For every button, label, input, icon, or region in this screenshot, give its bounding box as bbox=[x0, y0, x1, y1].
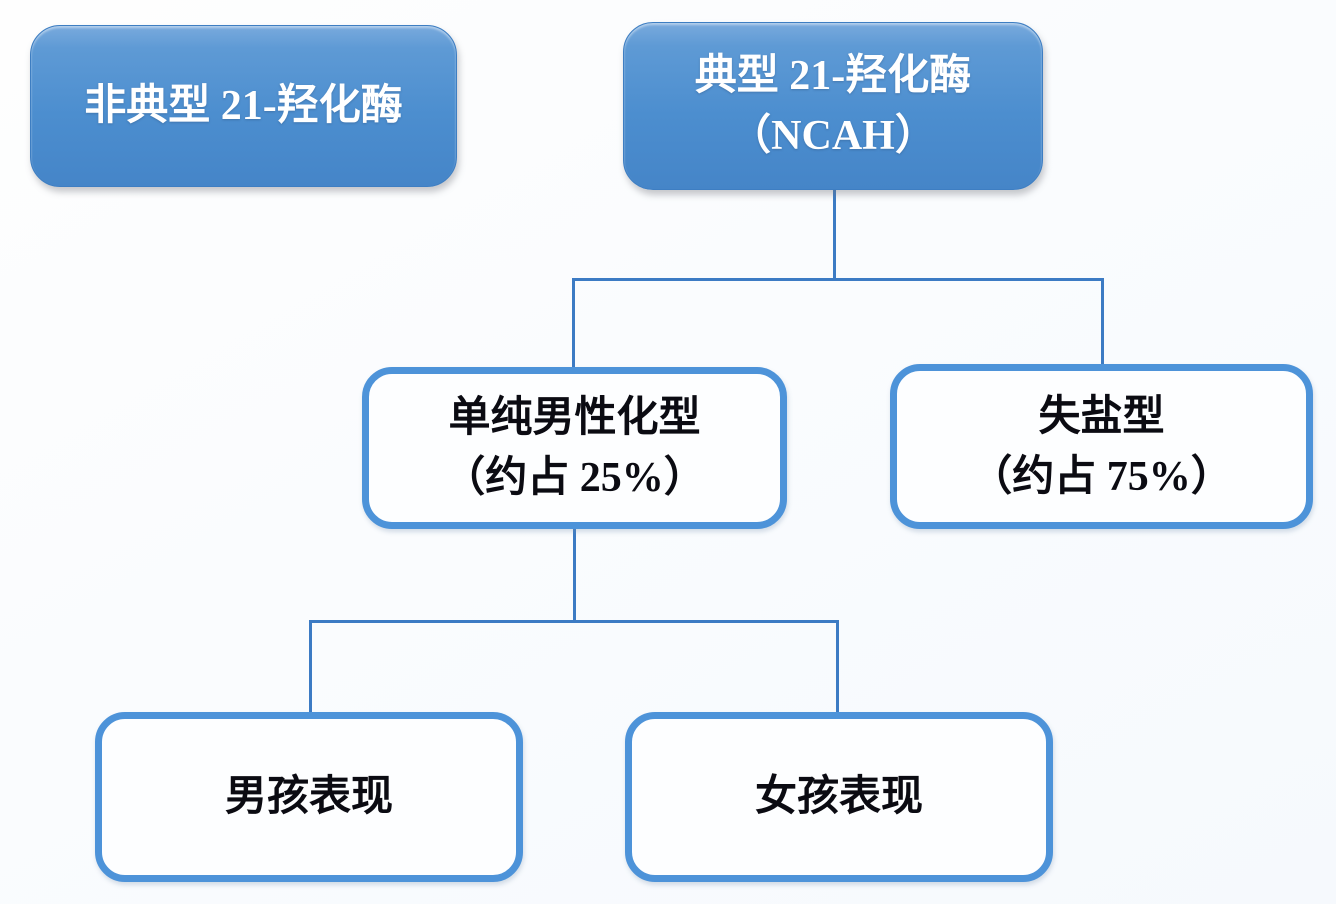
connector-to-boy bbox=[309, 620, 312, 712]
node-classic-label-line2: （NCAH） bbox=[729, 113, 937, 159]
connector-to-salt-wasting bbox=[1101, 278, 1104, 364]
connector-branch1-horizontal bbox=[572, 278, 1104, 281]
connector-to-girl bbox=[836, 620, 839, 712]
node-boy-label: 男孩表现 bbox=[224, 774, 393, 820]
node-classic-21-hydroxylase: 典型 21-羟化酶 （NCAH） bbox=[623, 22, 1043, 190]
node-simple-virilizing-label-line1: 单纯男性化型 bbox=[448, 395, 701, 441]
node-salt-wasting-label-line1: 失盐型 bbox=[1038, 393, 1165, 440]
node-simple-virilizing-label-line2: （约占 25%） bbox=[443, 455, 706, 501]
node-salt-wasting: 失盐型 （约占 75%） bbox=[890, 364, 1313, 529]
node-girl-presentation: 女孩表现 bbox=[625, 712, 1053, 882]
node-salt-wasting-label-line2: （约占 75%） bbox=[970, 453, 1233, 500]
node-girl-label: 女孩表现 bbox=[754, 774, 923, 820]
node-simple-virilizing: 单纯男性化型 （约占 25%） bbox=[362, 367, 787, 529]
node-boy-presentation: 男孩表现 bbox=[95, 712, 523, 882]
connector-to-simple-virilizing bbox=[572, 278, 575, 367]
node-atypical-21-hydroxylase: 非典型 21-羟化酶 bbox=[30, 25, 457, 187]
connector-simple-virilizing-down bbox=[573, 529, 576, 620]
connector-branch2-horizontal bbox=[309, 620, 838, 623]
node-atypical-label: 非典型 21-羟化酶 bbox=[84, 83, 403, 129]
connector-classic-down bbox=[833, 190, 836, 278]
node-classic-label-line1: 典型 21-羟化酶 bbox=[694, 53, 972, 99]
